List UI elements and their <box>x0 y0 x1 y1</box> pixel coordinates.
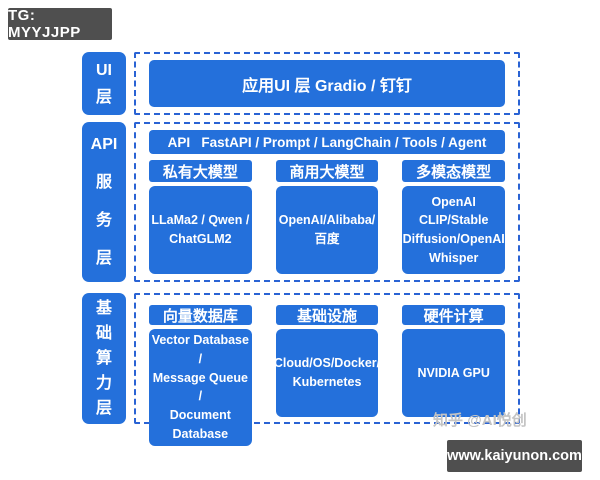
base-columns-row: 向量数据库 Vector Database / Message Queue / … <box>149 305 506 446</box>
column-header: 多模态模型 <box>402 160 506 182</box>
api-toolchain-bar: API FastAPI / Prompt / LangChain / Tools… <box>149 130 505 154</box>
column-header: 私有大模型 <box>149 160 252 182</box>
api-columns-row: 私有大模型 LLaMa2 / Qwen / ChatGLM2 商用大模型 Ope… <box>149 160 506 274</box>
column-body: OpenAI/Alibaba/百度 <box>275 186 379 274</box>
column-vector-database: 向量数据库 Vector Database / Message Queue / … <box>149 305 252 446</box>
tg-badge: TG: MYYJJPP <box>8 7 112 41</box>
column-body: Cloud/OS/Docker/ Kubernetes <box>274 329 380 417</box>
layer-container-base-compute: 向量数据库 Vector Database / Message Queue / … <box>134 293 520 446</box>
layer-container-ui: 应用UI 层 Gradio / 钉钉 <box>134 52 520 115</box>
website-badge: www.kaiyunon.com <box>447 440 582 472</box>
column-body: OpenAI CLIP/Stable Diffusion/OpenAI Whis… <box>402 186 506 274</box>
zhihu-watermark: 知乎 @AI悦创 <box>433 412 527 429</box>
layer-label-ui: UI 层 <box>82 52 126 115</box>
column-private-models: 私有大模型 LLaMa2 / Qwen / ChatGLM2 <box>149 160 252 274</box>
layer-container-api-service: API FastAPI / Prompt / LangChain / Tools… <box>134 122 520 282</box>
column-hardware-compute: 硬件计算 NVIDIA GPU <box>402 305 506 417</box>
column-commercial-models: 商用大模型 OpenAI/Alibaba/百度 <box>275 160 379 274</box>
column-multimodal-models: 多模态模型 OpenAI CLIP/Stable Diffusion/OpenA… <box>402 160 506 274</box>
layer-label-api-service: API 服 务 层 <box>82 122 126 282</box>
column-body: Vector Database / Message Queue / Docume… <box>149 329 252 446</box>
column-header: 硬件计算 <box>402 305 506 325</box>
layer-label-base-compute: 基 础 算 力 层 <box>82 293 126 424</box>
ui-app-box: 应用UI 层 Gradio / 钉钉 <box>149 60 505 107</box>
column-body: LLaMa2 / Qwen / ChatGLM2 <box>149 186 252 274</box>
column-infrastructure: 基础设施 Cloud/OS/Docker/ Kubernetes <box>274 305 380 417</box>
column-header: 商用大模型 <box>275 160 379 182</box>
column-header: 基础设施 <box>275 305 379 325</box>
column-body: NVIDIA GPU <box>402 329 506 417</box>
column-header: 向量数据库 <box>149 305 252 325</box>
